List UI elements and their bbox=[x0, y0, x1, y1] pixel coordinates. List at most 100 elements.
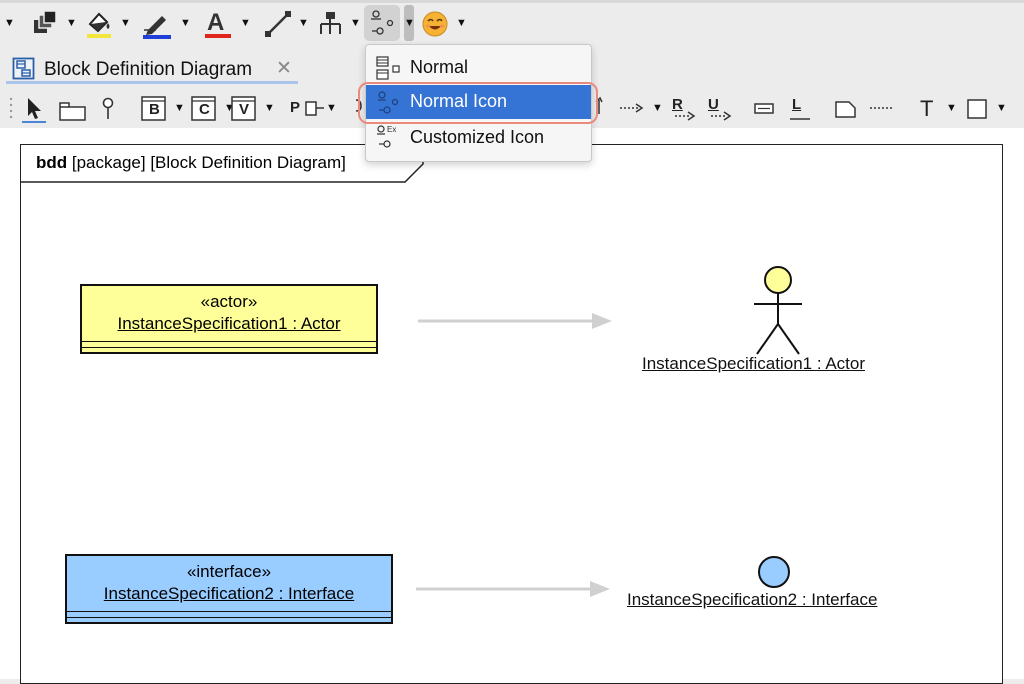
transform-arrow-icon bbox=[418, 313, 612, 329]
instance-name: InstanceSpecification1 : Actor bbox=[117, 314, 341, 333]
menu-item-normal-icon[interactable]: Normal Icon bbox=[366, 85, 591, 119]
tab-label: Block Definition Diagram bbox=[44, 59, 253, 80]
realization-icon bbox=[675, 111, 696, 121]
constraint-block-icon bbox=[191, 96, 216, 121]
dependency-icon[interactable] bbox=[618, 100, 646, 116]
separator-icon[interactable] bbox=[868, 104, 896, 112]
interface-icon[interactable] bbox=[756, 554, 792, 590]
pin-icon[interactable] bbox=[98, 96, 118, 122]
transform-arrow-icon bbox=[416, 581, 610, 597]
stereotype-label: «actor» bbox=[200, 292, 258, 311]
diagram-frame-header: bdd [package] [Block Definition Diagram] bbox=[20, 144, 424, 183]
dropdown-caret-icon[interactable]: ▼ bbox=[350, 17, 361, 29]
instance-name: InstanceSpecification2 : Interface bbox=[103, 584, 355, 603]
rectangle-icon[interactable] bbox=[966, 98, 990, 120]
dropdown-caret-icon[interactable]: ▼ bbox=[66, 17, 77, 29]
menu-item-label: Normal bbox=[410, 57, 469, 77]
dropdown-caret-icon[interactable]: ▼ bbox=[298, 17, 309, 29]
value-type-icon bbox=[231, 96, 256, 121]
palette-grip-icon[interactable] bbox=[8, 96, 14, 120]
bring-to-front-icon[interactable] bbox=[30, 10, 60, 38]
usage-letter: U bbox=[708, 96, 719, 113]
compartment-divider bbox=[82, 341, 376, 342]
display-mode-icon bbox=[371, 10, 394, 35]
block-tool-letter: B bbox=[149, 101, 160, 118]
fill-color-icon[interactable] bbox=[84, 8, 116, 40]
fill-color-swatch bbox=[87, 34, 111, 38]
interface-icon-label: InstanceSpecification2 : Interface bbox=[627, 590, 878, 609]
part-property-icon bbox=[305, 101, 324, 116]
svg-text:A: A bbox=[207, 9, 224, 36]
dropdown-caret-icon[interactable]: ▼ bbox=[264, 102, 275, 114]
tab-active-indicator bbox=[6, 81, 298, 84]
value-type-tool[interactable]: V bbox=[230, 96, 258, 122]
top-toolbar: ▼ ▼ ▼ ▼ A ▼ ▼ ▼ bbox=[0, 0, 1024, 48]
dropdown-caret-icon[interactable]: ▼ bbox=[996, 102, 1007, 114]
menu-item-customized-icon[interactable]: Ex Customized Icon bbox=[366, 121, 591, 155]
realization-tool[interactable]: R bbox=[670, 94, 698, 124]
dropdown-caret-icon[interactable]: ▼ bbox=[224, 102, 235, 114]
menu-item-label: Customized Icon bbox=[410, 127, 545, 147]
note-icon[interactable] bbox=[834, 98, 858, 120]
normal-icon-display-icon bbox=[378, 91, 399, 114]
customized-icon-display-icon: Ex bbox=[377, 125, 396, 148]
text-icon[interactable]: T bbox=[920, 96, 934, 121]
actor-instance-box[interactable]: «actor» InstanceSpecification1 : Actor bbox=[80, 284, 378, 354]
pen-color-swatch bbox=[143, 35, 171, 39]
realization-letter: R bbox=[672, 96, 683, 113]
toolbar-top-border bbox=[0, 0, 1024, 3]
constraint-tool-letter: C bbox=[199, 101, 210, 118]
dropdown-caret-icon[interactable]: ▼ bbox=[456, 17, 467, 29]
dropdown-caret-icon[interactable]: ▼ bbox=[174, 102, 185, 114]
menu-item-normal[interactable]: Normal bbox=[366, 51, 591, 85]
pointer-icon bbox=[22, 98, 46, 123]
svg-text:Ex: Ex bbox=[387, 125, 396, 134]
menu-highlight-ring bbox=[358, 82, 598, 124]
compartment-divider bbox=[67, 611, 391, 612]
part-property-letter: P bbox=[290, 99, 301, 116]
interface-instance-box[interactable]: «interface» InstanceSpecification2 : Int… bbox=[65, 554, 393, 624]
usage-icon bbox=[711, 111, 732, 121]
display-mode-menu: Normal Normal Icon Ex Customized Icon bbox=[365, 44, 592, 162]
block-tool[interactable]: B bbox=[140, 96, 168, 122]
link-tool[interactable]: L bbox=[788, 94, 812, 124]
part-property-tool[interactable]: P bbox=[288, 96, 328, 122]
tree-layout-icon[interactable] bbox=[318, 10, 344, 38]
display-mode-button[interactable] bbox=[364, 5, 400, 41]
tab-block-definition-diagram[interactable]: Block Definition Diagram ✕ bbox=[6, 54, 298, 84]
package-icon[interactable] bbox=[58, 98, 88, 122]
pointer-tool[interactable] bbox=[18, 94, 50, 124]
dropdown-caret-icon[interactable]: ▼ bbox=[4, 17, 15, 29]
text-box-icon[interactable] bbox=[752, 100, 778, 118]
close-icon[interactable]: ✕ bbox=[276, 58, 292, 79]
compartment-divider bbox=[82, 347, 376, 348]
value-type-tool-letter: V bbox=[239, 101, 250, 118]
dropdown-caret-icon[interactable]: ▼ bbox=[946, 102, 957, 114]
dropdown-caret-icon[interactable]: ▼ bbox=[326, 102, 337, 114]
frame-kind: bdd bbox=[36, 153, 68, 172]
dropdown-caret-icon[interactable]: ▼ bbox=[120, 17, 131, 29]
font-color-swatch bbox=[205, 34, 231, 38]
display-mode-dropdown[interactable]: ▼ bbox=[404, 5, 415, 41]
diagram-tab-icon bbox=[12, 57, 35, 80]
normal-display-icon bbox=[376, 56, 400, 80]
actor-icon[interactable] bbox=[748, 264, 808, 356]
pen-color-icon[interactable] bbox=[140, 8, 174, 40]
link-letter: L bbox=[792, 96, 802, 113]
frame-title: [package] [Block Definition Diagram] bbox=[67, 153, 346, 172]
block-icon bbox=[141, 96, 166, 121]
emoji-icon[interactable] bbox=[422, 11, 450, 39]
dropdown-caret-icon[interactable]: ▼ bbox=[240, 17, 251, 29]
dropdown-caret-icon[interactable]: ▼ bbox=[180, 17, 191, 29]
dropdown-caret-icon[interactable]: ▼ bbox=[652, 102, 663, 114]
dropdown-caret-icon: ▼ bbox=[404, 17, 415, 29]
compartment-divider bbox=[67, 617, 391, 618]
constraint-block-tool[interactable]: C bbox=[190, 96, 218, 122]
usage-tool[interactable]: U bbox=[706, 94, 734, 124]
path-style-icon[interactable] bbox=[264, 10, 294, 38]
link-icon bbox=[790, 118, 810, 120]
stereotype-label: «interface» bbox=[186, 562, 272, 581]
actor-icon-label: InstanceSpecification1 : Actor bbox=[642, 354, 866, 373]
menu-item-label: Normal Icon bbox=[410, 91, 508, 111]
font-color-icon[interactable]: A bbox=[202, 7, 234, 41]
